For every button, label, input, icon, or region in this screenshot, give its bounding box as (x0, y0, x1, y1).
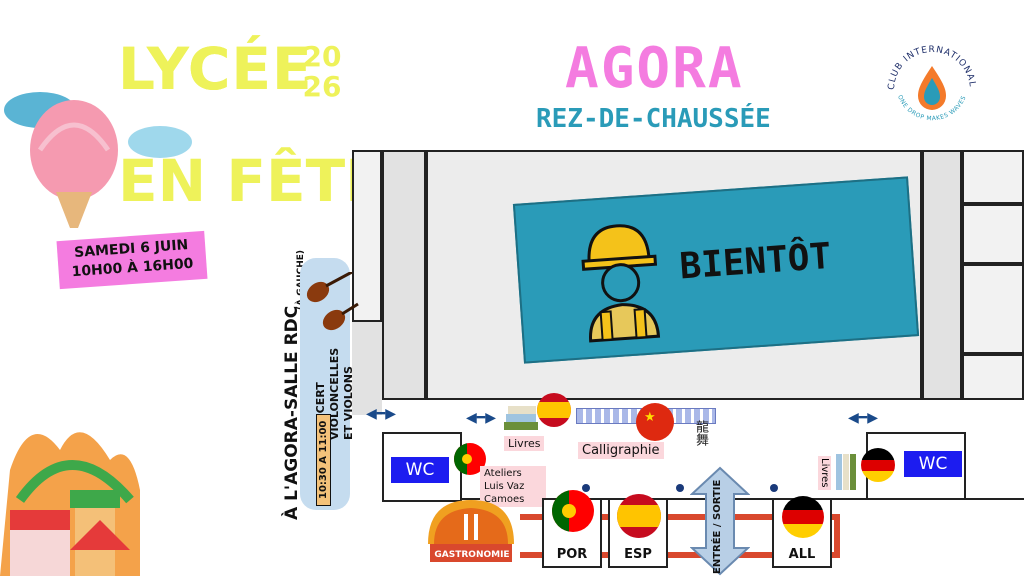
plan-room (382, 150, 426, 400)
event-year: 20 26 (302, 42, 342, 102)
page-subtitle: REZ-DE-CHAUSSÉE (536, 104, 771, 134)
stand-por-label: POR (556, 547, 588, 562)
double-arrow-icon: ◀━▶ (466, 410, 496, 426)
germany-flag-icon (861, 448, 895, 482)
wc-label-right: WC (904, 451, 962, 477)
gastronomie-icon (428, 500, 514, 562)
livres-label-right: Livres (818, 456, 831, 490)
construction-worker-icon (581, 224, 661, 343)
double-arrow-icon: ◀━▶ (848, 410, 878, 426)
event-title-line1: LYCÉE (118, 35, 313, 103)
location-label: À L'AGORA-SALLE RDC (282, 305, 302, 520)
marker-dot (676, 484, 684, 492)
route-line (520, 552, 840, 558)
marker-dot (582, 484, 590, 492)
germany-flag-icon (782, 496, 824, 538)
plan-room (962, 354, 1024, 400)
cloud-icon (128, 126, 192, 158)
page-title: AGORA (565, 36, 744, 101)
club-international-logo: CLUB INTERNATIONAL ONE DROP MAKES WAVES (887, 45, 976, 122)
double-arrow-icon: ◀━▶ (366, 406, 396, 422)
stand-portugal: POR (542, 490, 602, 568)
route-line (520, 514, 840, 520)
books-icon (836, 454, 856, 490)
ateliers-label: Ateliers Luis Vaz Camoes (480, 466, 546, 507)
violin-icon (306, 272, 359, 331)
event-date-badge: SAMEDI 6 JUIN 10H00 À 16H00 (56, 230, 208, 290)
coming-soon-text: BIENTÔT (678, 235, 833, 288)
plan-room (962, 264, 1024, 354)
entrance-exit-label: ENTRÉE / SORTIE (712, 479, 723, 574)
livres-label-center: Livres (504, 436, 545, 451)
year-bottom: 26 (302, 70, 342, 103)
plan-room (352, 150, 382, 322)
event-title-line2: EN FÊTE (118, 147, 385, 215)
spain-flag-icon (537, 393, 571, 427)
stand-germany: ALL (772, 496, 832, 568)
plan-room (922, 150, 962, 400)
gastronomie-label: GASTRONOMIE (434, 550, 510, 560)
route-line (834, 514, 840, 558)
portugal-flag-icon (552, 490, 594, 532)
stand-spain: ESP (608, 494, 668, 568)
wc-label-left: WC (391, 457, 449, 483)
coming-soon-banner: BIENTÔT (512, 176, 920, 364)
svg-text:★: ★ (644, 410, 656, 425)
year-top: 20 (302, 40, 342, 73)
plan-room (962, 150, 1024, 204)
stand-esp-label: ESP (624, 547, 652, 562)
balloon-illustration (4, 92, 140, 228)
china-flag-icon: ★ (636, 403, 674, 441)
balloon-basket (56, 192, 92, 228)
stand-all-label: ALL (788, 547, 816, 562)
concert-time: 10:30 A 11:00 (316, 413, 331, 506)
plan-room (962, 204, 1024, 264)
marker-dot (770, 484, 778, 492)
entrance-exit-arrow-icon (690, 466, 750, 576)
calligraphie-label: Calligraphie (578, 442, 664, 459)
books-icon (504, 406, 538, 430)
balloon-shape (30, 100, 118, 200)
spain-flag-icon (617, 494, 661, 538)
concert-line3: ET VIOLONS (342, 366, 355, 440)
market-stall-illustration (0, 432, 140, 576)
calligraphy-illustration: 龍舞 (693, 420, 708, 446)
